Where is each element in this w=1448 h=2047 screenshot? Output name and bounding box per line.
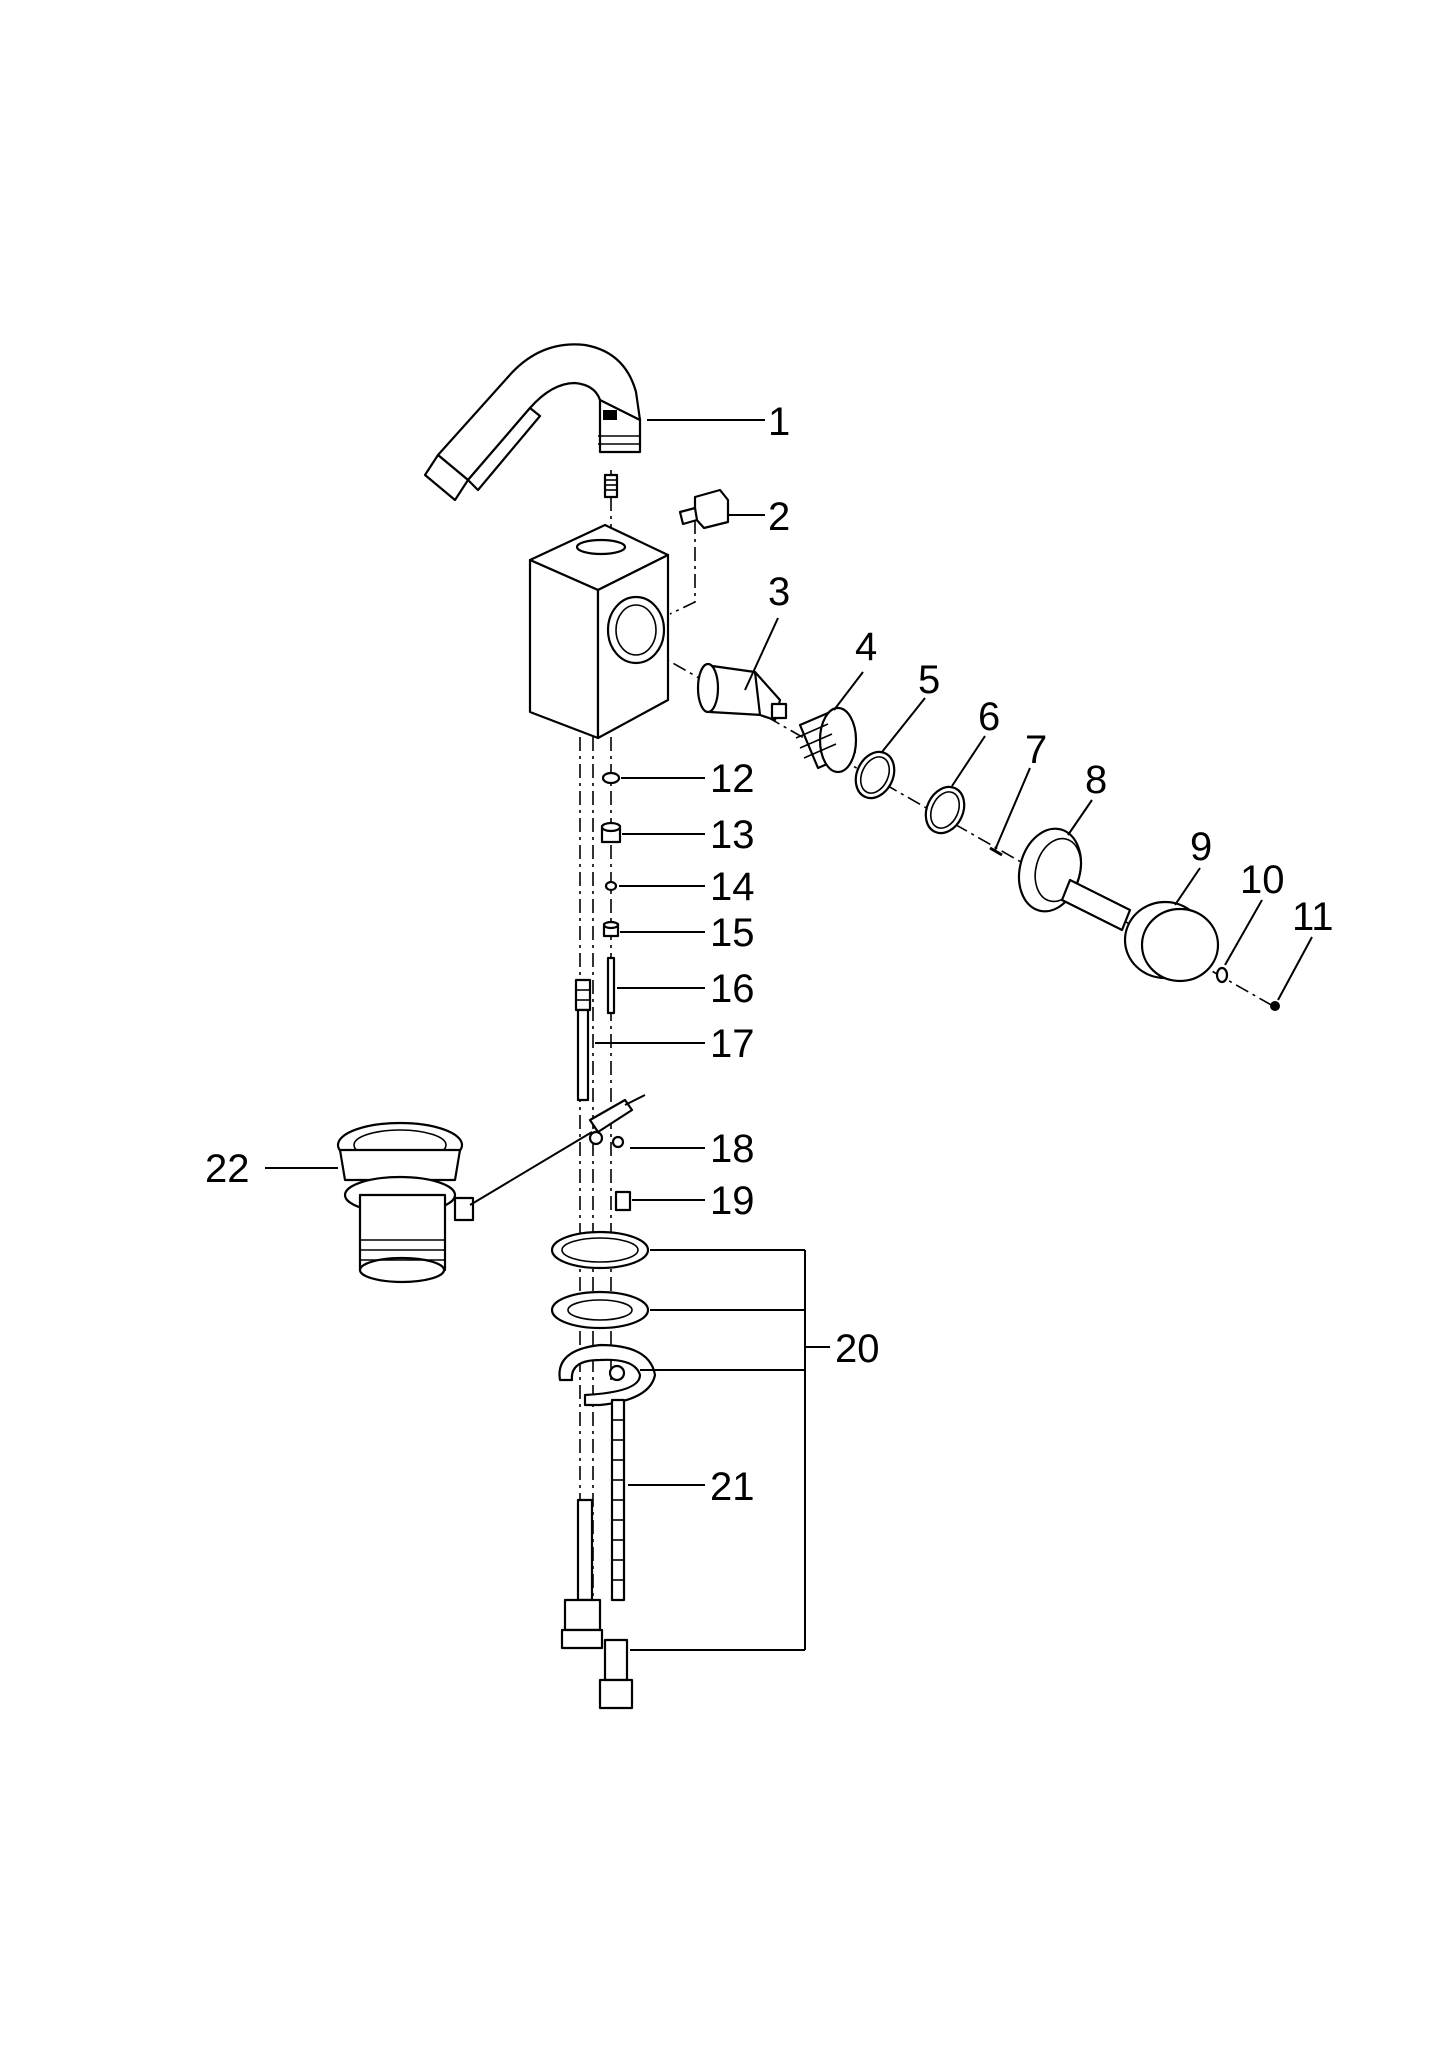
pop-up-rod-16 (606, 956, 616, 1015)
linkage-18 (588, 1094, 646, 1149)
leader-lines (265, 419, 1313, 1651)
horseshoe-plate (558, 1343, 657, 1407)
callout-3: 3 (768, 570, 790, 614)
handle (1060, 878, 1220, 983)
callout-10: 10 (1240, 858, 1285, 902)
handle-ring (1215, 966, 1229, 984)
callout-17: 17 (710, 1022, 755, 1066)
pin (989, 846, 1003, 857)
nut-19 (614, 1190, 632, 1212)
callout-8: 8 (1085, 758, 1107, 802)
fitting-15 (602, 920, 620, 938)
hose-17 (574, 978, 592, 1102)
callout-7: 7 (1025, 728, 1047, 772)
callout-15: 15 (710, 911, 755, 955)
callout-9: 9 (1190, 825, 1212, 869)
callout-12: 12 (710, 757, 755, 801)
callout-21: 21 (710, 1465, 755, 1509)
check-valve-13 (600, 821, 622, 844)
callout-6: 6 (978, 695, 1000, 739)
supply-hose (560, 1498, 604, 1650)
callout-labels: 1 2 3 4 5 6 7 8 9 10 11 12 13 14 15 16 1… (205, 400, 1334, 1509)
callout-14: 14 (710, 865, 755, 909)
handle-screw (1270, 1001, 1280, 1011)
washer-14 (604, 880, 618, 892)
bonnet-nut (795, 706, 858, 774)
callout-4: 4 (855, 625, 877, 669)
callout-1: 1 (768, 400, 790, 444)
callout-13: 13 (710, 813, 755, 857)
washer-12 (601, 771, 621, 785)
threaded-rod (610, 1398, 626, 1602)
mixer-body (528, 523, 670, 740)
callout-5: 5 (918, 658, 940, 702)
callout-11: 11 (1292, 895, 1334, 939)
mounting-washer-2 (550, 1290, 650, 1330)
callout-22: 22 (205, 1147, 250, 1191)
mounting-washer-1 (550, 1230, 650, 1270)
lever-key (678, 488, 730, 530)
o-ring-5 (854, 750, 896, 800)
callout-20: 20 (835, 1327, 880, 1371)
callout-18: 18 (710, 1127, 755, 1171)
connector-nut (598, 1638, 634, 1710)
spout (423, 343, 642, 502)
pop-up-waste (336, 1121, 593, 1284)
cartridge (696, 662, 788, 722)
o-ring-6 (924, 785, 966, 835)
callout-2: 2 (768, 495, 790, 539)
assembly-axes (579, 470, 1281, 1620)
callout-19: 19 (710, 1179, 755, 1223)
callout-16: 16 (710, 967, 755, 1011)
